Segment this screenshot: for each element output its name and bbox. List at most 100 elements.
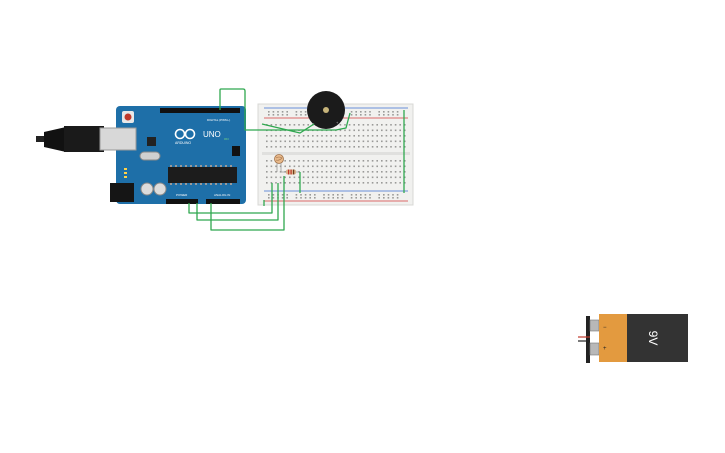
breadboard-hole (279, 124, 282, 126)
breadboard-hole (381, 171, 383, 173)
breadboard-hole (381, 160, 383, 162)
breadboard-hole (289, 146, 291, 148)
breadboard-hole (360, 194, 362, 196)
breadboard-hole (293, 124, 296, 126)
breadboard-hole (295, 197, 298, 199)
breadboard-hole (295, 111, 298, 113)
wire-gnd-to-breadboard[interactable] (196, 183, 279, 221)
breadboard-hole (362, 171, 365, 173)
breadboard-hole (344, 176, 346, 179)
atmega-chip-pins (170, 165, 232, 185)
breadboard-hole (344, 135, 346, 137)
rx-led (124, 172, 127, 174)
breadboard-hole (353, 165, 355, 168)
breadboard-hole (394, 129, 397, 132)
breadboard-hole (289, 140, 291, 143)
digital-pin-header[interactable] (160, 108, 240, 113)
breadboard-hole (404, 135, 406, 137)
breadboard-hole (399, 146, 401, 148)
wire-buzzer-gnd[interactable] (261, 123, 315, 134)
breadboard-hole (392, 114, 394, 116)
breadboard-hole (362, 176, 365, 179)
capacitor-2 (153, 182, 167, 196)
breadboard-hole (381, 129, 383, 132)
battery-9v[interactable]: − + 9V (578, 314, 688, 363)
breadboard-hole (339, 182, 342, 184)
breadboard-hole (385, 129, 388, 132)
breadboard-hole (353, 171, 355, 173)
breadboard-hole (270, 146, 273, 148)
breadboard-hole (390, 146, 392, 148)
model-label: UNO (203, 130, 221, 139)
breadboard-hole (378, 194, 380, 196)
breadboard-hole (348, 129, 351, 132)
breadboard-hole (367, 160, 369, 162)
logo-label: ARDUINO (175, 141, 191, 145)
breadboard-hole (270, 171, 273, 173)
breadboard-hole (323, 197, 325, 199)
breadboard-hole (367, 176, 369, 179)
breadboard-hole (293, 146, 296, 148)
breadboard-hole (286, 111, 288, 113)
resistor-band-2 (290, 169, 292, 175)
breadboard-hole (353, 129, 355, 132)
battery-voltage-label: 9V (646, 331, 660, 346)
arduino-uno-board[interactable]: UNO ARDUINO DIGITAL (PWM~) POWER ANALOG … (36, 106, 246, 204)
resistor[interactable] (281, 169, 300, 175)
breadboard-hole (358, 176, 360, 179)
breadboard-hole (302, 124, 305, 126)
breadboard-hole (289, 176, 291, 179)
wires[interactable] (188, 88, 405, 231)
analog-pin-header[interactable] (206, 199, 240, 204)
breadboard-hole (321, 182, 323, 184)
usb-cable-tip (36, 136, 46, 142)
breadboard-hole (284, 135, 286, 137)
breadboard-hole (281, 194, 284, 196)
breadboard-hole (335, 160, 337, 162)
breadboard-hole (302, 165, 305, 168)
breadboard-hole (371, 160, 374, 162)
wire-analog-to-ldr[interactable] (210, 176, 285, 231)
center-channel (262, 152, 410, 155)
wire-digital-to-buzzer[interactable] (219, 88, 351, 131)
breadboard-hole (330, 135, 332, 137)
breadboard-hole (404, 160, 406, 162)
breadboard-hole (300, 197, 302, 199)
breadboard-hole (302, 182, 305, 184)
breadboard-hole (325, 140, 328, 143)
breadboard-hole (316, 165, 319, 168)
breadboard-hole (300, 111, 302, 113)
breadboard-hole (266, 176, 268, 179)
breadboard-hole (316, 176, 319, 179)
digital-header-label: DIGITAL (PWM~) (207, 118, 230, 122)
breadboard-hole (275, 165, 277, 168)
breadboard-hole (392, 194, 394, 196)
breadboard-hole (358, 140, 360, 143)
battery-terminal-plate (586, 316, 590, 363)
wire-5v-to-breadboard[interactable] (188, 183, 273, 214)
resistor-band-1 (288, 169, 290, 175)
breadboard-hole (385, 135, 388, 137)
photoresistor[interactable] (274, 154, 284, 173)
breadboard-hole (353, 124, 355, 126)
breadboard-hole (304, 194, 307, 196)
breadboard-hole (350, 194, 353, 196)
breadboard-hole (344, 182, 346, 184)
breadboard-hole (358, 182, 360, 184)
breadboard-hole (369, 111, 371, 113)
breadboard-hole (353, 135, 355, 137)
breadboard-hole (312, 146, 314, 148)
breadboard-hole (298, 182, 300, 184)
breadboard-hole (394, 124, 397, 126)
breadboard-hole (350, 114, 353, 116)
breadboard-hole (383, 111, 385, 113)
piezo-buzzer[interactable]: - + (307, 91, 345, 129)
breadboard-hole (293, 140, 296, 143)
breadboard-hole (385, 165, 388, 168)
breadboard-hole (321, 176, 323, 179)
breadboard-hole (358, 160, 360, 162)
breadboard-hole (394, 171, 397, 173)
breadboard-hole (275, 140, 277, 143)
power-pin-header[interactable] (166, 199, 198, 204)
breadboard-hole (270, 135, 273, 137)
